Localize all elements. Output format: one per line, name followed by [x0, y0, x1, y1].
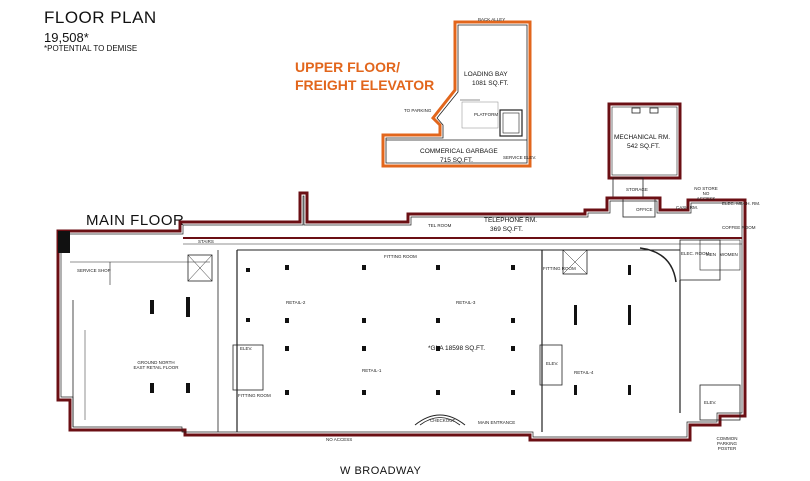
- retail-4-label: RETAIL-4: [574, 370, 594, 375]
- retail-3-label: RETAIL-3: [456, 300, 476, 305]
- to-parking-label: TO PARKING: [404, 108, 432, 113]
- upper-floor-label-line2: FREIGHT ELEVATOR: [295, 77, 435, 93]
- fitting-room-label-3: FITTING ROOM: [238, 393, 271, 398]
- cash-room-label: CASH RM.: [676, 205, 699, 210]
- upper-floor-label-line1: UPPER FLOOR/: [295, 59, 401, 75]
- no-access-label: NO ACCESS: [326, 437, 353, 442]
- main-entrance-label: MAIN ENTRANCE: [478, 420, 516, 425]
- elev-label: ELEV.: [240, 346, 253, 351]
- telephone-room-area: 369 SQ.FT.: [490, 226, 523, 233]
- platform-label: PLATFORM: [474, 112, 499, 117]
- men-label: MEN: [706, 252, 716, 257]
- fitting-room-label-2: FITTING ROOM: [543, 266, 576, 271]
- upper-floor-outline: [381, 20, 532, 168]
- mechanical-room: [607, 102, 682, 218]
- checkout-label: CHECKOUT: [430, 418, 456, 423]
- retail-2-label: RETAIL-2: [286, 300, 306, 305]
- main-floor-label: MAIN FLOOR: [86, 212, 185, 229]
- loading-bay-label: LOADING BAY: [464, 71, 508, 78]
- plan-note: *POTENTIAL TO DEMISE: [44, 44, 138, 53]
- gla-label: *GLA 18598 SQ.FT.: [428, 345, 486, 352]
- elec-room-label: ELEC. ROOM: [681, 251, 710, 256]
- storage-label: STORAGE: [626, 187, 648, 192]
- service-shop-label: SERVICE SHOP: [77, 268, 111, 273]
- loading-bay-area: 1081 SQ.FT.: [472, 80, 509, 87]
- office-label: OFFICE: [636, 207, 653, 212]
- upper-floor-label: UPPER FLOOR/ FREIGHT ELEVATOR: [295, 58, 434, 94]
- retail-1-label: RETAIL-1: [362, 368, 382, 373]
- back-alley-label: BACK ALLEY: [478, 17, 506, 22]
- elec-mech-label: ELEC. MECH. RM.: [722, 201, 761, 206]
- service-elev-label: SERVICE ELEV.: [503, 155, 537, 160]
- garbage-label: COMMERICAL GARBAGE: [420, 148, 498, 155]
- stairs-label: STAIRS: [198, 239, 214, 244]
- telephone-room-label: TELEPHONE RM.: [484, 217, 538, 224]
- ground-floor-label: GROUND NORTH EAST RETAIL FLOOR: [133, 360, 179, 370]
- mechanical-room-label: MECHANICAL RM.: [614, 134, 671, 141]
- fitting-room-label: FITTING ROOM: [384, 254, 417, 259]
- common-parking-label: COMMON PARKING POSTER: [716, 436, 738, 451]
- plan-title: FLOOR PLAN: [44, 8, 157, 27]
- no-store-label: NO STORE NO ACCESS: [694, 186, 718, 201]
- elev-label-3: ELEV.: [704, 400, 717, 405]
- columns: [150, 265, 631, 395]
- coffee-room-label: COFFEE ROOM: [722, 225, 756, 230]
- main-floor-walls: [56, 191, 747, 442]
- plan-area: 19,508*: [44, 30, 89, 45]
- tel-room-label: TEL ROOM: [428, 223, 452, 228]
- elev-label-2: ELEV.: [546, 361, 559, 366]
- garbage-area: 715 SQ.FT.: [440, 157, 473, 164]
- street-label: W BROADWAY: [340, 465, 422, 477]
- women-label: WOMEN: [720, 252, 738, 257]
- mechanical-room-area: 542 SQ.FT.: [627, 143, 660, 150]
